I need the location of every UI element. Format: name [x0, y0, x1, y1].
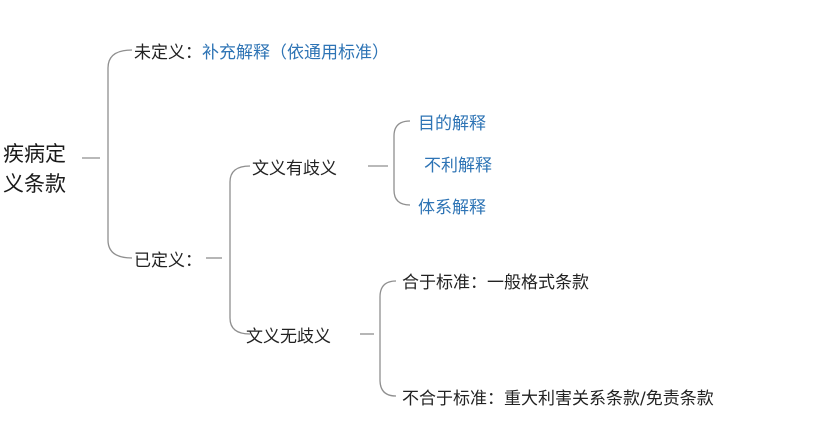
unambiguous-bracket [379, 280, 397, 397]
conforming-node: 合于标准：一般格式条款 [402, 268, 589, 293]
unambiguous-label: 文义无歧义 [246, 327, 331, 347]
defined-bracket [229, 165, 251, 335]
purpose-interpretation: 目的解释 [418, 114, 486, 134]
unfavorable-interpretation: 不利解释 [424, 156, 492, 176]
root-label-line1: 疾病定 [3, 142, 66, 166]
undefined-note: 补充解释（依通用标准） [202, 43, 389, 63]
ambiguous-bracket [393, 120, 411, 206]
ambiguous-label: 文义有歧义 [252, 159, 337, 179]
root-node: 疾病定 义条款 [3, 139, 66, 199]
conforming-note: 一般格式条款 [487, 273, 589, 293]
root-bracket [107, 49, 133, 259]
nonconforming-note: 重大利害关系条款/免责条款 [504, 389, 714, 409]
nonconforming-label: 不合于标准： [402, 389, 504, 409]
unambiguous-node: 文义无歧义 [246, 322, 331, 347]
conforming-label: 合于标准： [402, 273, 487, 293]
undefined-node: 未定义：补充解释（依通用标准） [134, 38, 389, 63]
system-interpretation: 体系解释 [418, 198, 486, 218]
ambiguous-node: 文义有歧义 [252, 154, 337, 179]
root-label-line2: 义条款 [3, 172, 66, 196]
defined-node: 已定义： [134, 246, 202, 271]
defined-label: 已定义： [134, 251, 202, 271]
nonconforming-node: 不合于标准：重大利害关系条款/免责条款 [402, 384, 714, 409]
undefined-label: 未定义： [134, 43, 202, 63]
